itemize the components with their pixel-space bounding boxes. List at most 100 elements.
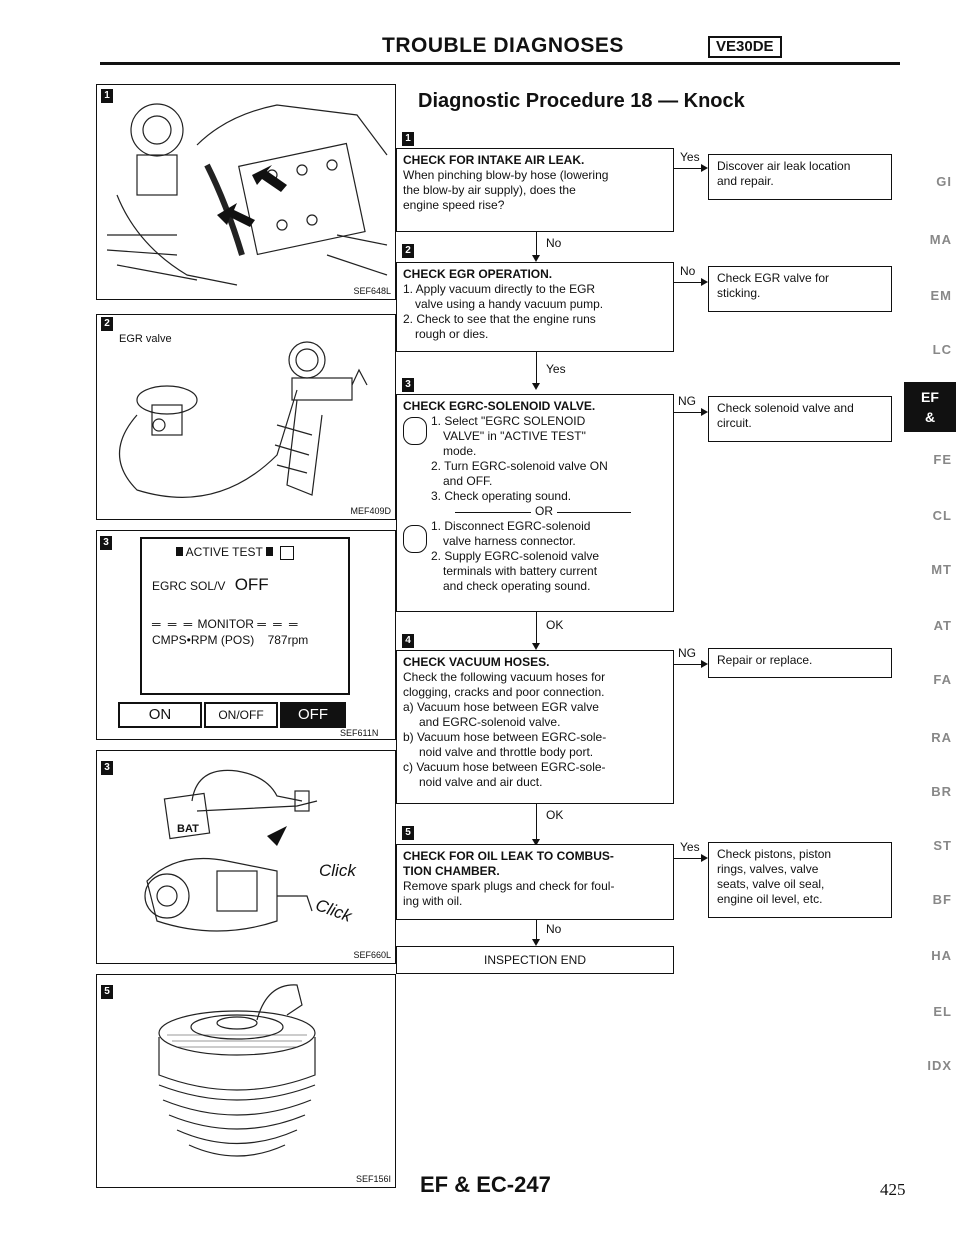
page-header: TROUBLE DIAGNOSES VE30DE — [0, 28, 960, 68]
branch-label: No — [546, 236, 562, 250]
vacuum-pump-illustration — [118, 341, 368, 498]
step-line: c) Vacuum hose between EGRC-sole- — [403, 760, 606, 774]
step-line: and OFF. — [443, 474, 493, 488]
step-line: terminals with battery current — [443, 564, 598, 578]
tab-idx[interactable]: IDX — [927, 1058, 952, 1073]
cmps-label: CMPS•RPM (POS) — [152, 633, 255, 647]
tab-fa[interactable]: FA — [933, 672, 952, 687]
branch-label: OK — [546, 808, 564, 822]
inspection-end-label: INSPECTION END — [483, 953, 586, 967]
divider-right: ═ ═ ═ — [257, 617, 300, 631]
egr-valve-label: EGR valve — [119, 333, 172, 345]
cmps-row: CMPS•RPM (POS) 787rpm — [152, 633, 308, 647]
tab-br[interactable]: BR — [931, 784, 952, 799]
step-number: 3 — [402, 378, 414, 392]
step-line: 2. Supply EGRC-solenoid valve — [431, 549, 600, 563]
tab-ef-ec-label: EF & EC — [920, 389, 940, 445]
connector — [674, 282, 702, 283]
step-1-box: CHECK FOR INTAKE AIR LEAK. When pinching… — [396, 148, 674, 232]
tab-st[interactable]: ST — [933, 838, 952, 853]
connector-icon — [403, 525, 427, 553]
step-line: When pinching blow-by hose (lowering — [403, 168, 609, 182]
divider-left: ═ ═ ═ — [152, 617, 195, 631]
step-line: noid valve and air duct. — [419, 775, 543, 789]
step-1-title: CHECK FOR INTAKE AIR LEAK. — [403, 153, 585, 167]
figure-intake-hose: 1 SEF648L — [96, 84, 396, 300]
step-2-title: CHECK EGR OPERATION. — [403, 267, 553, 281]
or-label: OR — [531, 504, 557, 519]
tab-gi[interactable]: GI — [936, 174, 952, 189]
step-line: noid valve and throttle body port. — [419, 745, 594, 759]
tab-bf[interactable]: BF — [932, 892, 952, 907]
battery-label: BAT — [177, 823, 199, 835]
arrow-down-icon — [532, 643, 540, 650]
figure-number: 3 — [101, 761, 113, 775]
arrow-right-icon — [701, 660, 708, 668]
egrc-value: OFF — [234, 575, 269, 594]
on-off-button[interactable]: ON/OFF — [204, 702, 278, 728]
step-4-title: CHECK VACUUM HOSES. — [403, 655, 550, 669]
branch-label: Yes — [680, 840, 700, 854]
consult-icon — [403, 417, 427, 445]
result-line: and repair. — [717, 174, 774, 188]
step-5-title: CHECK FOR OIL LEAK TO COMBUS- — [403, 849, 614, 863]
active-test-row: ACTIVE TEST — [176, 545, 295, 560]
result-box: Check EGR valve for sticking. — [708, 266, 892, 312]
tab-mt[interactable]: MT — [931, 562, 952, 577]
solenoid-illustration — [144, 769, 318, 932]
step-line: mode. — [443, 444, 477, 458]
step-3-title: CHECK EGRC-SOLENOID VALVE. — [403, 399, 596, 413]
step-line: VALVE" in "ACTIVE TEST" — [443, 429, 586, 443]
page-title: TROUBLE DIAGNOSES — [382, 34, 624, 57]
arrow-right-icon — [701, 278, 708, 286]
marker-icon — [265, 547, 273, 556]
tab-ha[interactable]: HA — [931, 948, 952, 963]
figure-number: 5 — [101, 985, 113, 999]
result-box: Repair or replace. — [708, 648, 892, 678]
step-line: a) Vacuum hose between EGR valve — [403, 700, 599, 714]
click-label-1: Click — [319, 861, 356, 880]
connector — [536, 352, 537, 384]
step-line: 2. Check to see that the engine runs — [403, 312, 596, 326]
on-button[interactable]: ON — [118, 702, 202, 728]
connector — [536, 612, 537, 644]
figure-code: SEF611N — [340, 728, 379, 738]
arrow-down-icon — [532, 939, 540, 946]
header-rule — [100, 62, 900, 65]
connector — [674, 412, 702, 413]
tab-cl[interactable]: CL — [932, 508, 952, 523]
tab-el[interactable]: EL — [933, 1004, 952, 1019]
monitor-label: MONITOR — [197, 617, 254, 631]
tab-lc[interactable]: LC — [932, 342, 952, 357]
off-button[interactable]: OFF — [280, 702, 346, 728]
step-line: clogging, cracks and poor connection. — [403, 685, 605, 699]
step-line: valve harness connector. — [443, 534, 576, 548]
egrc-label: EGRC SOL/V — [152, 579, 226, 593]
tab-em[interactable]: EM — [930, 288, 952, 303]
figure-consult-screen — [96, 530, 396, 740]
branch-label: No — [546, 922, 562, 936]
step-line: the blow-by air supply), does the — [403, 183, 576, 197]
marker-icon — [176, 547, 183, 556]
tab-ra[interactable]: RA — [931, 730, 952, 745]
checkbox-icon — [280, 545, 295, 560]
tab-ef-ec-active[interactable]: EF & EC — [904, 382, 956, 445]
step-number: 5 — [402, 826, 414, 840]
tab-fe[interactable]: FE — [933, 452, 952, 467]
step-number: 2 — [402, 244, 414, 258]
tab-ma[interactable]: MA — [929, 232, 952, 247]
engine-badge: VE30DE — [708, 36, 782, 58]
step-number: 1 — [402, 132, 414, 146]
result-line: rings, valves, valve — [717, 862, 819, 876]
connector — [536, 920, 537, 940]
spark-plug-illustration — [158, 984, 316, 1157]
step-line: valve using a handy vacuum pump. — [415, 297, 604, 311]
step-line: and check operating sound. — [443, 579, 591, 593]
branch-label: NG — [678, 394, 696, 408]
step-5-box: CHECK FOR OIL LEAK TO COMBUS- TION CHAMB… — [396, 844, 674, 920]
result-line: sticking. — [717, 286, 761, 300]
result-line: Discover air leak location — [717, 159, 851, 173]
tab-at[interactable]: AT — [933, 618, 952, 633]
figure-number: 1 — [101, 89, 113, 103]
engine-illustration — [106, 103, 388, 286]
